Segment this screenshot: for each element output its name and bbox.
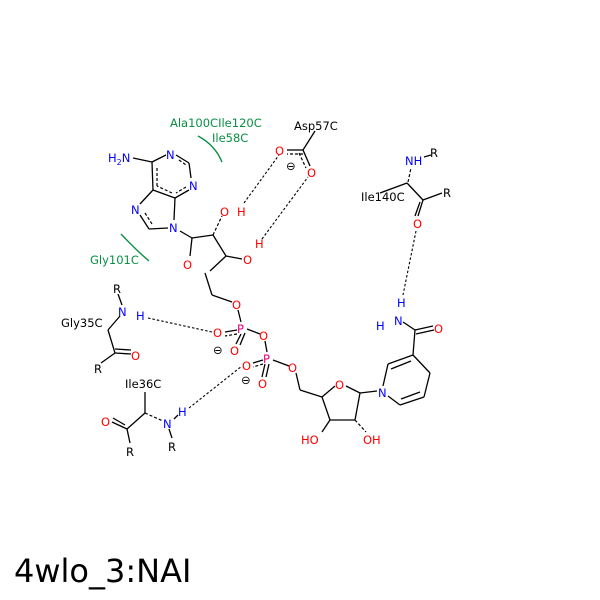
hydrophobic-arc-ala100-ile120-ile58 <box>197 135 223 163</box>
ligand-title: 4wlo_3:NAI <box>14 552 192 590</box>
atom-n-amide: N <box>394 314 403 328</box>
atom-ile140-nh: NH <box>405 154 422 168</box>
atom-o-p-beta-charged: O <box>242 359 251 373</box>
atom-ile140-r1: R <box>430 146 438 160</box>
atom-p-beta: P <box>263 352 270 366</box>
atom-n1: N <box>166 148 175 162</box>
ribose-2-bonds <box>321 385 378 433</box>
atom-o5: O <box>232 298 241 312</box>
atom-asp-o1: O <box>275 144 284 158</box>
atom-gly35-n: N <box>118 305 127 319</box>
atom-n9: N <box>169 221 178 235</box>
atom-ile140-r2: R <box>443 186 451 200</box>
atom-ile36-r1: R <box>126 445 134 459</box>
atom-o-amide: O <box>434 322 443 336</box>
atom-ile36-h: H <box>178 405 187 419</box>
atom-gly35-r2: R <box>94 362 102 376</box>
atom-o-p-alpha-charged: O <box>213 326 222 340</box>
asp57-bonds <box>287 130 316 169</box>
atom-o2: O <box>220 205 229 219</box>
atom-amine: H2N <box>108 151 130 167</box>
atom-o-p-beta: O <box>258 377 267 391</box>
ile36-bonds <box>111 392 179 444</box>
adenine-bonds <box>132 154 193 239</box>
atom-ile36-o: O <box>101 415 110 429</box>
atom-gly35-r1: R <box>113 282 121 296</box>
residue-label-ile58c: Ile58C <box>212 131 248 145</box>
nicotinamide-bonds <box>382 321 435 406</box>
residue-label-ile140c: Ile140C <box>361 190 405 204</box>
atom-o-bridge: O <box>259 329 268 343</box>
atom-ho-o3-nmn: HO <box>301 433 319 447</box>
atom-gly35-o: O <box>131 349 140 363</box>
atom-o4-nmn: O <box>335 378 344 392</box>
atom-ile140-o: O <box>413 217 422 231</box>
atom-asp-o2: O <box>307 166 316 180</box>
ile140-bonds <box>379 154 443 217</box>
atom-h-o2: H <box>237 205 246 219</box>
gly35-bonds <box>100 293 132 364</box>
atom-o4: O <box>183 258 192 272</box>
atom-h-amide-1: H <box>376 319 385 333</box>
residue-label-ile36c: Ile36C <box>125 377 161 391</box>
atom-ile36-r2: R <box>168 440 176 454</box>
charge-minus-icon: ⊖ <box>286 159 296 173</box>
charge-minus-icon: ⊖ <box>241 373 251 387</box>
atom-o-p-alpha: O <box>230 344 239 358</box>
atom-p-alpha: P <box>237 322 244 336</box>
hydrogen-bonds <box>147 154 417 409</box>
residue-label-gly35c: Gly35C <box>61 316 103 330</box>
atom-n7: N <box>131 203 140 217</box>
atom-o5-nmn: O <box>288 361 297 375</box>
atom-h-o3: H <box>255 237 264 251</box>
residue-label-asp57c: Asp57C <box>294 119 338 133</box>
atom-gly35-h: H <box>136 309 145 323</box>
residue-label-ala100c-ile120c: Ala100CIle120C <box>170 116 262 130</box>
residue-label-gly101c: Gly101C <box>90 253 139 267</box>
atom-oh-o2-nmn: OH <box>363 433 381 447</box>
ribose-1-bonds <box>189 215 243 303</box>
charge-minus-icon: ⊖ <box>213 343 223 357</box>
atom-h-amide-2: H <box>397 296 406 310</box>
atom-ile36-n: N <box>163 417 172 431</box>
atom-n1-pyridine: N <box>378 386 387 400</box>
atom-o3: O <box>243 253 252 267</box>
hydrophobic-arc-gly101 <box>120 233 150 262</box>
phosphate-bonds <box>224 309 323 398</box>
atom-n3: N <box>189 179 198 193</box>
